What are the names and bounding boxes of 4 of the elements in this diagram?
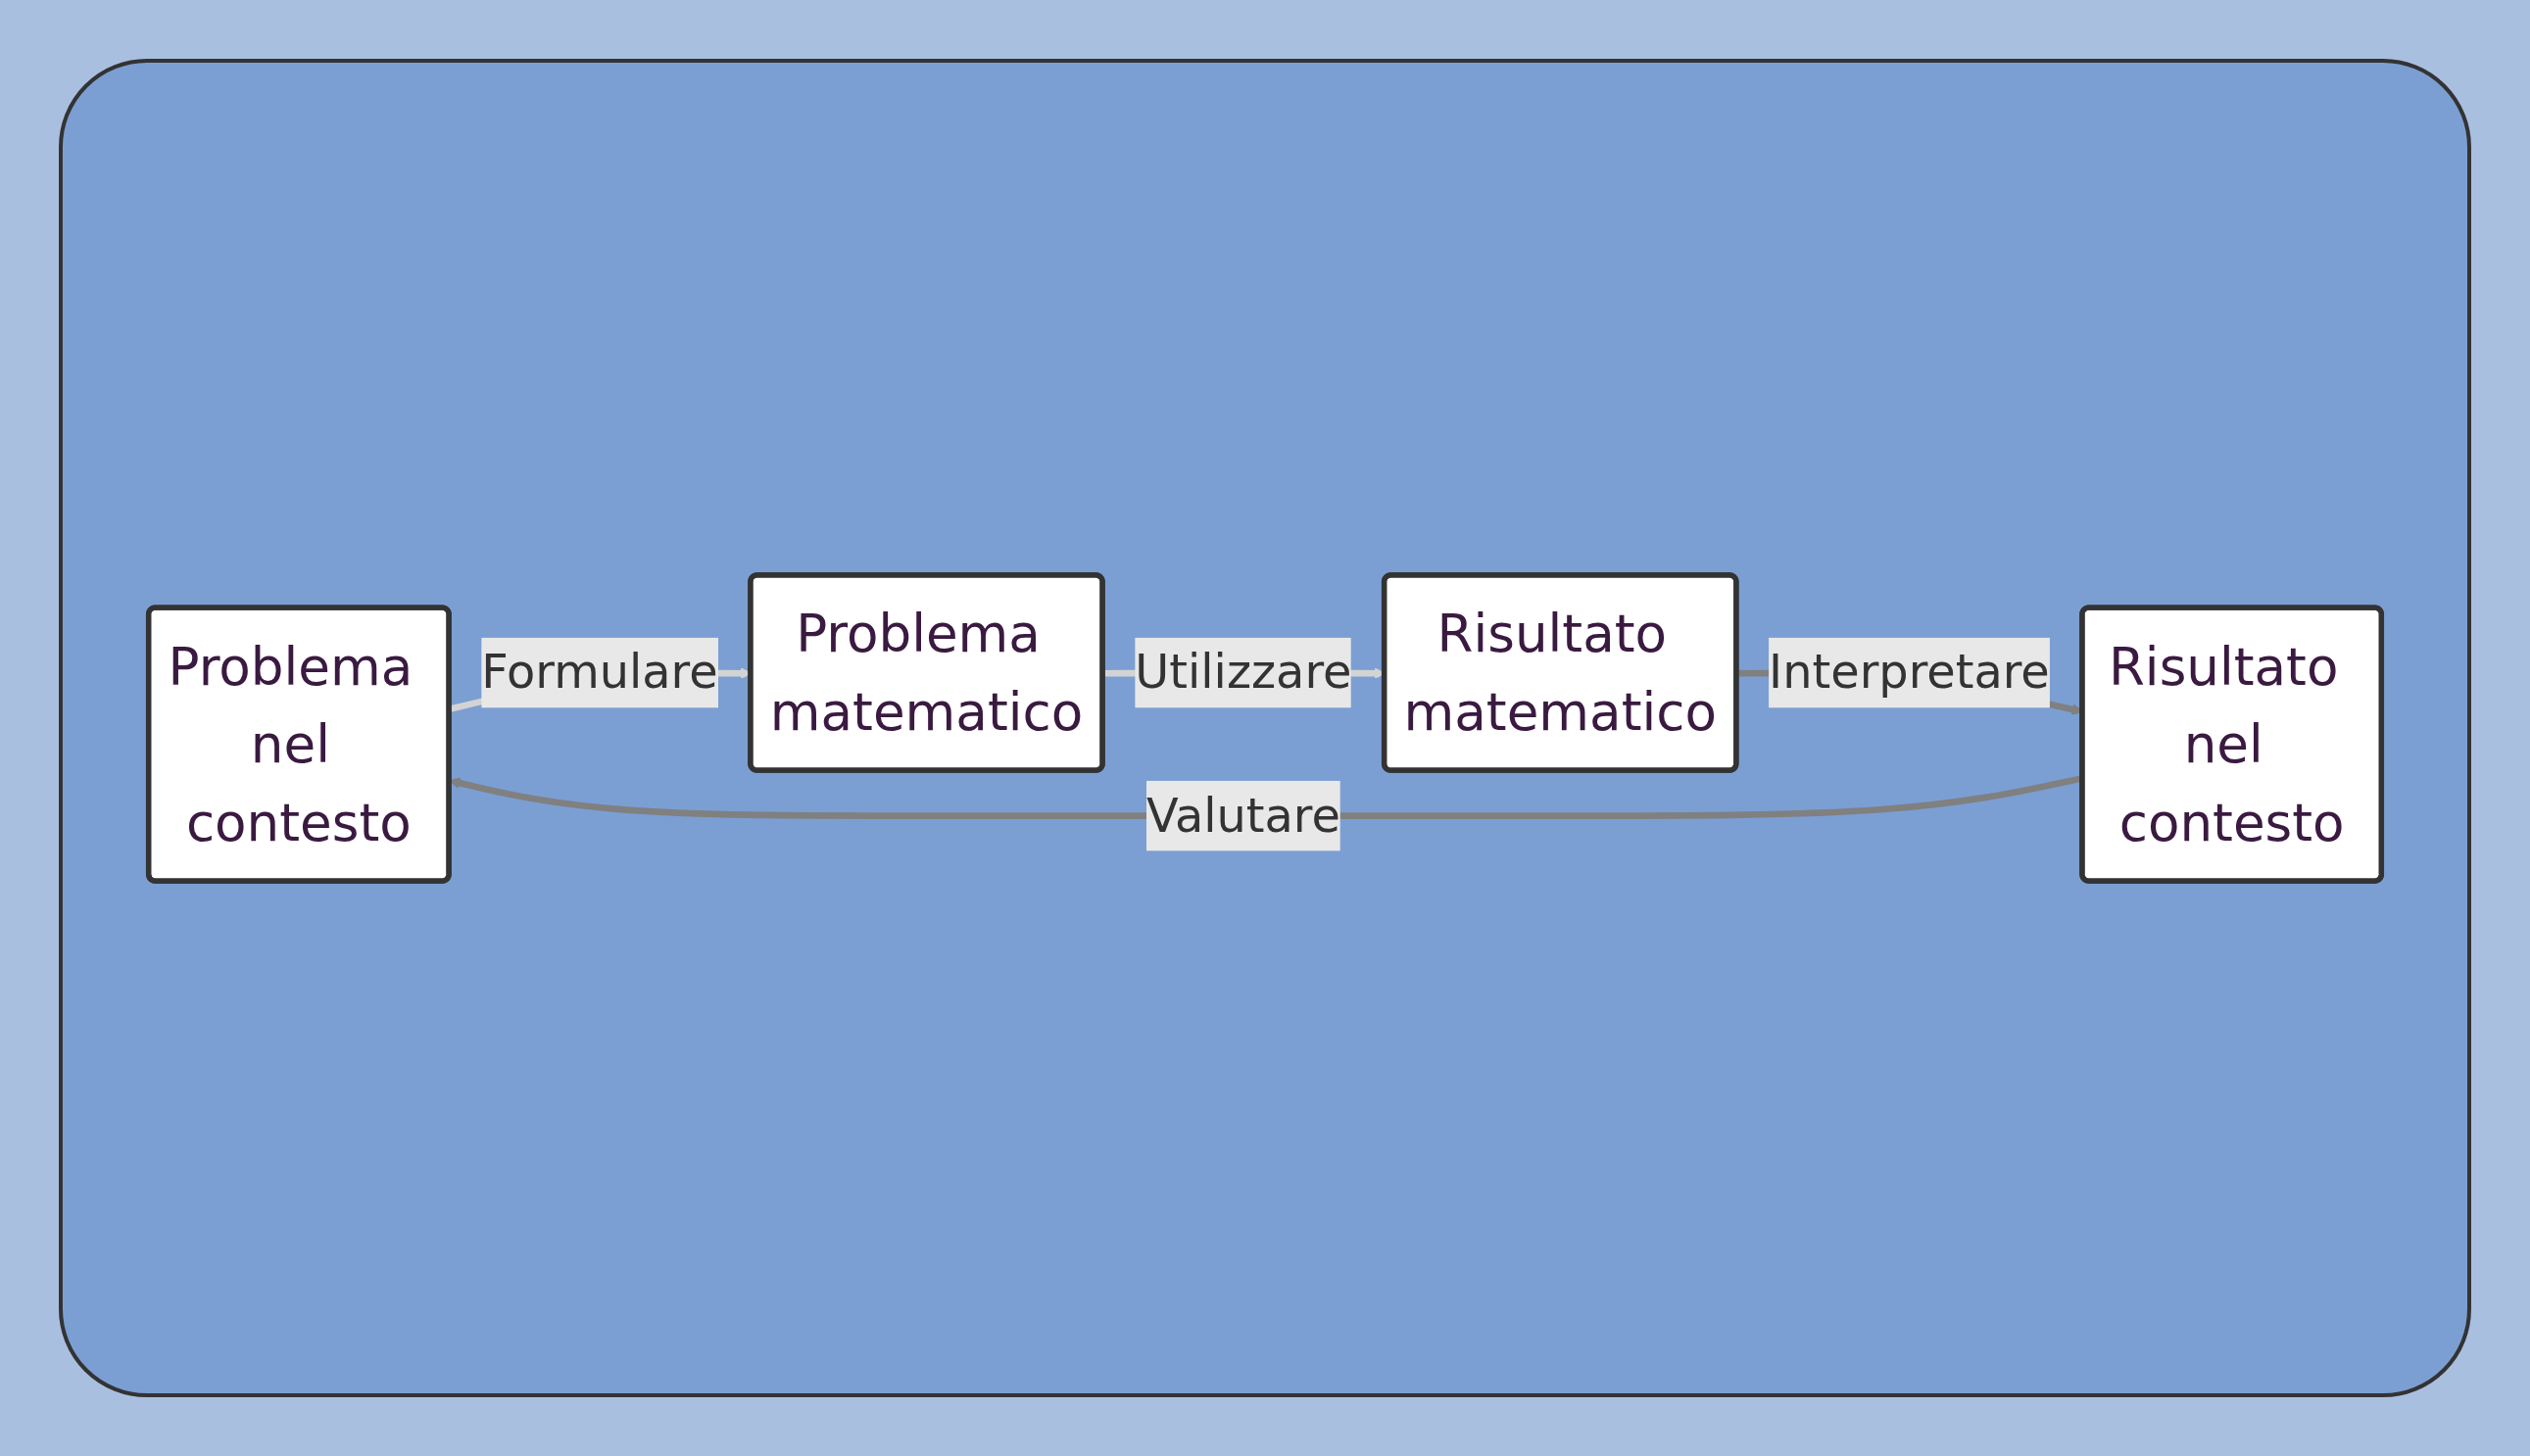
edge-label: Valutare	[1145, 788, 1340, 843]
edge-label: Formulare	[481, 645, 718, 700]
edge-label: Interpretare	[1769, 645, 2050, 700]
edge-label: Utilizzare	[1135, 645, 1352, 700]
